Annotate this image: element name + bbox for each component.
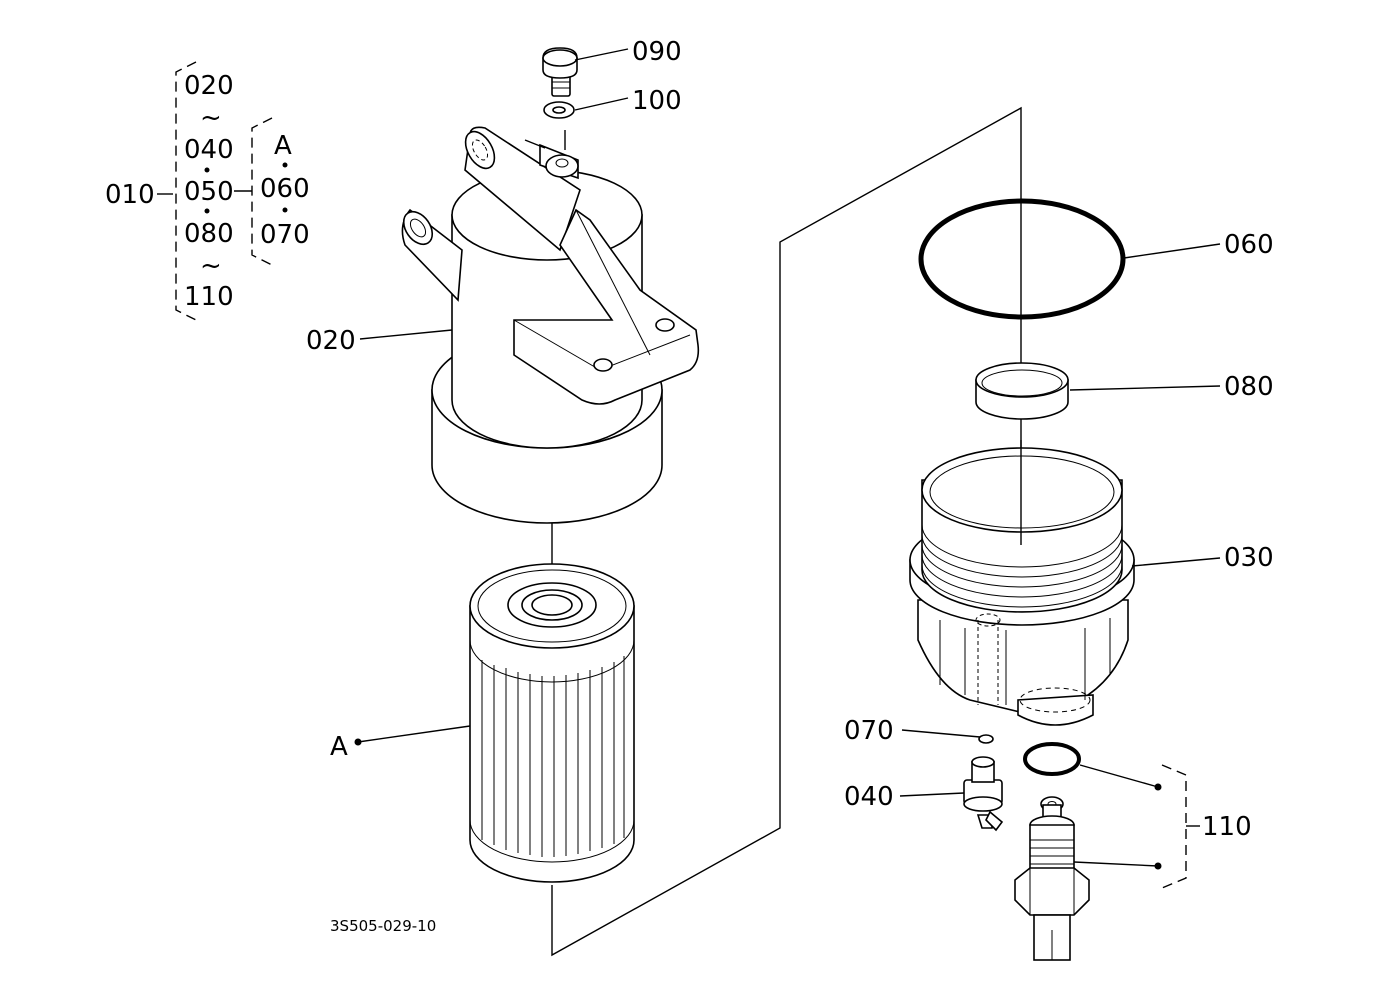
washer-100 (543, 101, 575, 119)
callout-080: 080 (1224, 372, 1274, 402)
callout-030: 030 (1224, 543, 1274, 573)
callout-090: 090 (632, 37, 682, 67)
assembly-item-080: 080 (184, 219, 234, 249)
explosion-guide-line (551, 106, 1022, 957)
filter-bowl-030 (909, 440, 1135, 726)
assembly-reference-block: 010 020 ~ 040 050 080 ~ 110 A 060 070 (105, 61, 310, 321)
o-ring-070 (978, 734, 994, 744)
ring-080 (975, 362, 1069, 420)
filter-element-a (469, 563, 635, 883)
drawing-number: 3S505-029-10 (330, 917, 436, 935)
kit-item-070: 070 (260, 220, 310, 250)
assembly-root-label: 010 (105, 180, 155, 210)
callout-060: 060 (1224, 230, 1274, 260)
callout-020: 020 (306, 326, 356, 356)
kit-item-060: 060 (260, 174, 310, 204)
assembly-item-110: 110 (184, 282, 234, 312)
assembly-range-tilde-1: ~ (200, 103, 222, 133)
assembly-item-040: 040 (184, 135, 234, 165)
assembly-item-050: 050 (184, 177, 234, 207)
callout-040: 040 (844, 782, 894, 812)
callout-110: 110 (1202, 812, 1252, 842)
assembly-range-tilde-2: ~ (200, 251, 222, 281)
assembly-item-020: 020 (184, 71, 234, 101)
callout-070: 070 (844, 716, 894, 746)
callout-100: 100 (632, 86, 682, 116)
filter-head-020 (401, 126, 700, 524)
callout-a: A (330, 732, 348, 762)
o-ring-060 (918, 198, 1126, 320)
pleat-lines (481, 656, 625, 857)
kit-a-label: A (274, 131, 292, 161)
bolt-090 (542, 47, 578, 97)
sensor-040 (963, 756, 1004, 832)
drain-cock-110 (1014, 742, 1090, 961)
